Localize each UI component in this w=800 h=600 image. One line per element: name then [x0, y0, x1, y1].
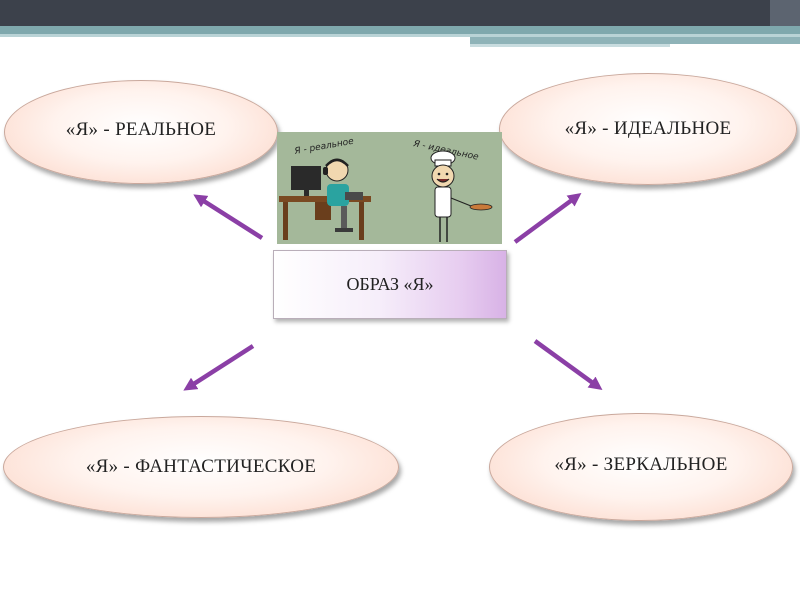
node-real-self: «Я» - РЕАЛЬНОЕ: [4, 80, 278, 184]
chef-character-icon: [430, 150, 493, 242]
arrow-to-mirror: [533, 339, 603, 390]
arrow-to-fantastic: [183, 344, 255, 391]
node-fantastic-self-label: «Я» - ФАНТАСТИЧЕСКОЕ: [85, 456, 317, 477]
node-ideal-self-label: «Я» - ИДЕАЛЬНОЕ: [564, 118, 732, 139]
node-ideal-self: «Я» - ИДЕАЛЬНОЕ: [499, 73, 797, 185]
desk-icon: [279, 196, 371, 240]
center-box-self-image: ОБРАЗ «Я»: [273, 250, 507, 319]
gamer-character-icon: [323, 158, 363, 232]
node-real-self-label: «Я» - РЕАЛЬНОЕ: [65, 119, 217, 140]
arrow-to-ideal: [513, 192, 582, 244]
header-bar: [0, 0, 800, 47]
computer-monitor-icon: [291, 166, 321, 196]
cartoon-illustration: Я - реальное Я - идеальное: [277, 132, 502, 244]
node-mirror-self: «Я» - ЗЕРКАЛЬНОЕ: [489, 413, 793, 521]
arrow-to-real: [193, 194, 264, 240]
center-box-label: ОБРАЗ «Я»: [346, 274, 434, 294]
node-fantastic-self: «Я» - ФАНТАСТИЧЕСКОЕ: [3, 416, 399, 518]
node-mirror-self-label: «Я» - ЗЕРКАЛЬНОЕ: [554, 454, 728, 475]
